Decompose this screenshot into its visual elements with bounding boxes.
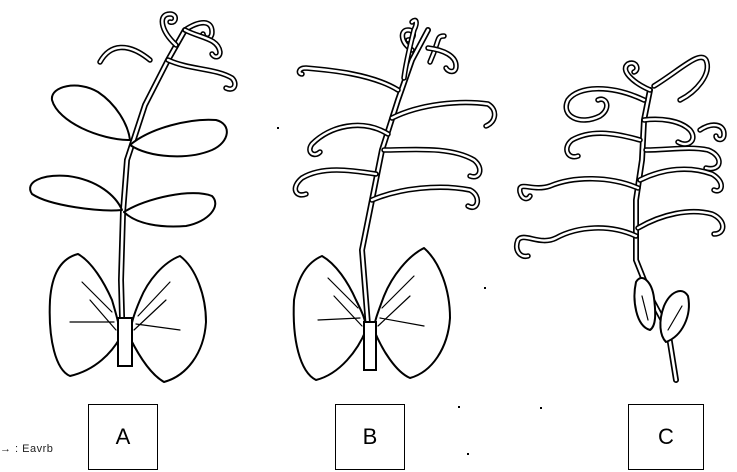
scan-speck — [467, 453, 469, 455]
plant-c-stipule-right — [660, 291, 689, 342]
scan-artifact-text: → : Eavrb — [0, 443, 53, 455]
scan-speck — [458, 406, 460, 408]
plant-a-tendrils — [100, 14, 235, 89]
plant-c-stipule-left — [635, 278, 656, 330]
scan-speck — [484, 287, 486, 289]
plant-a-leaflet-upper-left — [52, 86, 130, 140]
plant-a-stipule-right — [130, 256, 206, 382]
plant-b-tendrils — [295, 20, 494, 207]
label-c: C — [628, 404, 704, 470]
plant-a — [30, 14, 235, 382]
plant-c — [517, 57, 724, 380]
scan-speck — [540, 407, 542, 409]
plant-c-tendrils — [517, 57, 724, 256]
plant-a-stipule-left — [50, 254, 120, 376]
label-a: A — [88, 404, 158, 470]
plant-b-stipule-right — [374, 248, 450, 378]
scan-speck — [277, 127, 279, 129]
label-b: B — [335, 404, 405, 470]
plant-a-leaflet-lower-left — [30, 176, 122, 211]
plant-a-leaflet-lower-right — [124, 193, 215, 226]
plant-b — [294, 20, 495, 380]
plant-a-leaflet-upper-right — [130, 120, 227, 157]
